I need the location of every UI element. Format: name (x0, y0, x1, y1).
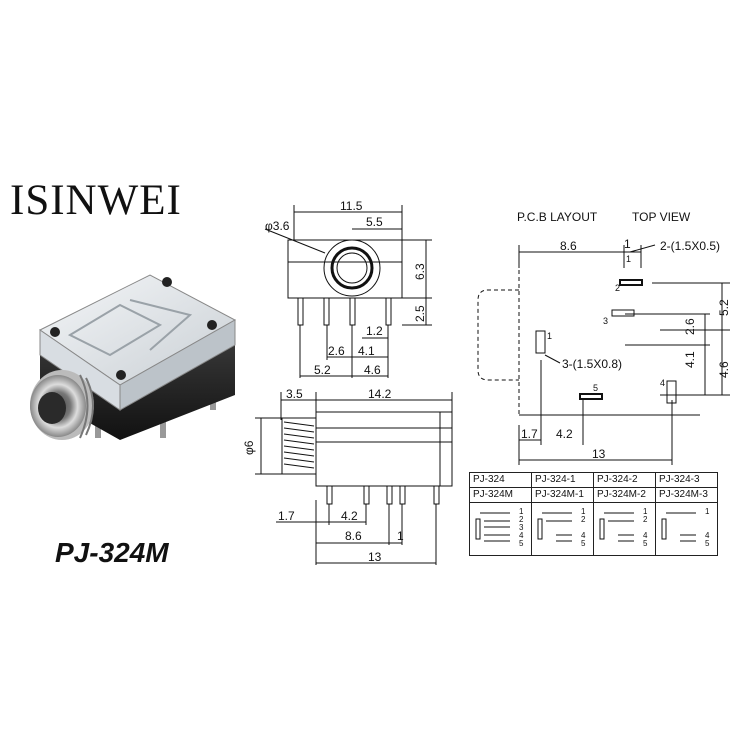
sym-pin: 2 (519, 515, 524, 524)
variant-cell: PJ-324 (469, 472, 532, 488)
sym-pin: 1 (581, 507, 586, 516)
variants-row-2: PJ-324M PJ-324M-1 PJ-324M-2 PJ-324M-3 (469, 487, 718, 503)
pcb-one-dim: 1 (624, 237, 631, 251)
side-dim-a: 1.7 (278, 509, 295, 523)
pin-spacing-1-2: 1.2 (366, 324, 383, 338)
variant-cell: PJ-324-1 (531, 472, 594, 488)
schematic-symbol (475, 512, 510, 542)
pcb-dim-4-6: 4.6 (717, 361, 731, 378)
pcb-pin-4: 4 (660, 378, 666, 388)
pcb-dim-2-6: 2.6 (683, 318, 697, 335)
sym-pin: 1 (519, 507, 524, 516)
pcb-pin-2: 2 (615, 283, 621, 293)
schematic-symbol-cell: 1 2 3 4 5 (469, 502, 532, 556)
variants-symbol-row: 1 2 3 4 5 1 2 4 5 1 2 4 5 (469, 502, 718, 556)
schematic-symbol (599, 512, 634, 542)
sym-pin: 4 (519, 531, 524, 540)
pin-spacing-4-6: 4.6 (364, 363, 381, 377)
variants-table: PJ-324 PJ-324-1 PJ-324-2 PJ-324-3 PJ-324… (469, 472, 718, 556)
sym-pin: 5 (581, 539, 586, 548)
variant-cell: PJ-324M-3 (655, 487, 718, 503)
variant-cell: PJ-324-2 (593, 472, 656, 488)
side-dim-c: 8.6 (345, 529, 362, 543)
pcb-slot-label: 2-(1.5X0.5) (660, 239, 721, 253)
pcb-hole-label: 3-(1.5X0.8) (562, 357, 623, 371)
side-dim-e: 13 (368, 550, 382, 564)
pcb-dim-4-2: 4.2 (556, 427, 573, 441)
sym-pin: 1 (643, 507, 648, 516)
nut-length-label: 3.5 (286, 387, 303, 401)
sym-pin: 4 (581, 531, 586, 540)
pcb-dim-1-7: 1.7 (521, 427, 538, 441)
hole-diameter-label: φ3.6 (265, 219, 290, 233)
pcb-dim-4-1: 4.1 (683, 351, 697, 368)
front-width-label: 11.5 (340, 199, 363, 213)
pcb-dim-13: 13 (592, 447, 606, 461)
schematic-symbol-cell: 1 2 4 5 (531, 502, 594, 556)
pcb-pin-3: 3 (603, 316, 609, 326)
pcb-title: P.C.B LAYOUT (517, 210, 598, 224)
sym-pin: 2 (643, 515, 648, 524)
body-length-label: 14.2 (368, 387, 392, 401)
variant-cell: PJ-324-3 (655, 472, 718, 488)
brand-name: ISINWEI (10, 177, 182, 224)
sym-pin: 5 (643, 539, 648, 548)
sym-pin: 2 (581, 515, 586, 524)
schematic-symbol (661, 512, 696, 542)
sym-pin: 3 (519, 523, 524, 532)
variant-cell: PJ-324M-1 (531, 487, 594, 503)
pin-spacing-2-6: 2.6 (328, 344, 345, 358)
pcb-top-dim: 8.6 (560, 239, 577, 253)
side-dim-d: 1 (397, 529, 404, 543)
variant-cell: PJ-324M (469, 487, 532, 503)
sym-pin: 5 (705, 539, 710, 548)
model-name: PJ-324M (55, 537, 169, 568)
pcb-pin-1: 1 (626, 254, 632, 264)
pin-spacing-4-1: 4.1 (358, 344, 375, 358)
sym-pin: 4 (643, 531, 648, 540)
pin-spacing-5-2: 5.2 (314, 363, 331, 377)
pcb-pin-5: 5 (593, 383, 599, 393)
side-dim-b: 4.2 (341, 509, 358, 523)
variant-cell: PJ-324M-2 (593, 487, 656, 503)
schematic-symbol (537, 512, 572, 542)
variants-row-1: PJ-324 PJ-324-1 PJ-324-2 PJ-324-3 (469, 472, 718, 488)
schematic-symbol-cell: 1 4 5 (655, 502, 718, 556)
sym-pin: 1 (705, 507, 710, 516)
sym-pin: 5 (519, 539, 524, 548)
pcb-subtitle: TOP VIEW (632, 210, 691, 224)
front-offset-label: 5.5 (366, 215, 383, 229)
pcb-dim-5-2: 5.2 (717, 299, 731, 316)
sym-pin: 4 (705, 531, 710, 540)
pcb-pin-1b: 1 (547, 331, 553, 341)
schematic-symbol-cell: 1 2 4 5 (593, 502, 656, 556)
